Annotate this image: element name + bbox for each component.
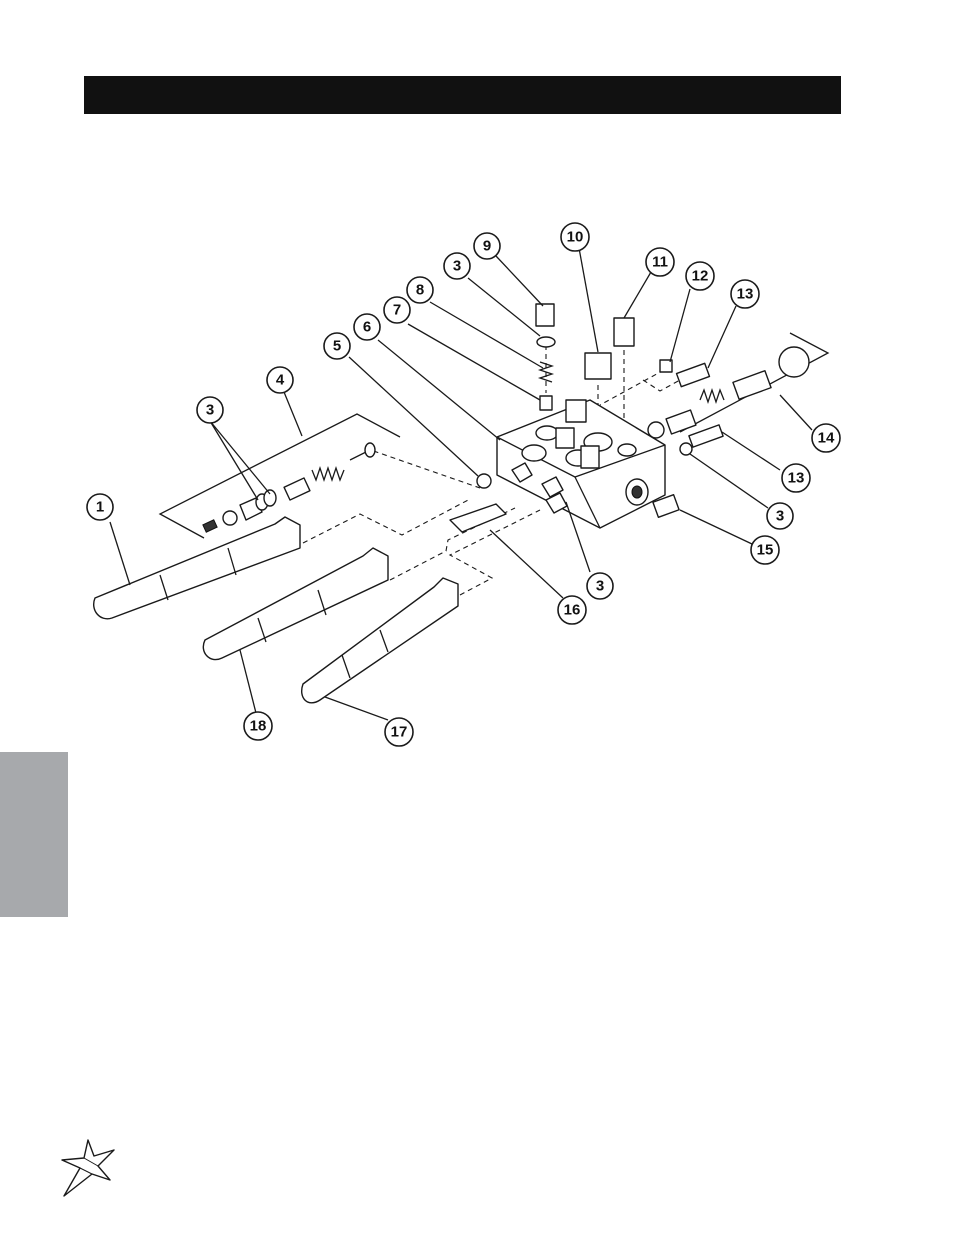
svg-text:6: 6 — [363, 319, 371, 336]
svg-text:4: 4 — [276, 372, 285, 389]
svg-text:18: 18 — [250, 718, 267, 735]
svg-text:11: 11 — [652, 254, 668, 271]
svg-text:1: 1 — [96, 499, 104, 516]
svg-text:3: 3 — [206, 402, 214, 419]
svg-text:3: 3 — [596, 578, 604, 595]
callout-14: 14 — [812, 424, 840, 452]
callout-16: 16 — [558, 596, 586, 624]
svg-text:9: 9 — [483, 238, 491, 255]
callout-7: 7 — [384, 297, 410, 323]
callout-9: 9 — [474, 233, 500, 259]
callout-4: 4 — [267, 367, 293, 393]
callout-5: 5 — [324, 333, 350, 359]
svg-text:13: 13 — [788, 470, 805, 487]
svg-text:15: 15 — [757, 542, 774, 559]
callout-18: 18 — [244, 712, 272, 740]
callout-13-bottom: 13 — [782, 464, 810, 492]
assembly-bracket-4 — [160, 414, 400, 538]
svg-text:7: 7 — [393, 302, 401, 319]
valve-body — [497, 400, 665, 528]
callout-12: 12 — [686, 262, 714, 290]
callout-3-top: 3 — [444, 253, 470, 279]
svg-text:3: 3 — [453, 258, 461, 275]
svg-text:12: 12 — [692, 268, 709, 285]
svg-text:17: 17 — [391, 724, 408, 741]
callout-11: 11 — [646, 248, 674, 276]
top-valve-parts — [536, 304, 672, 410]
svg-text:10: 10 — [567, 229, 584, 246]
star-burst-logo-icon — [58, 1138, 118, 1198]
svg-text:14: 14 — [818, 430, 835, 447]
svg-text:13: 13 — [737, 286, 754, 303]
callout-13-top: 13 — [731, 280, 759, 308]
callout-3-left: 3 — [197, 397, 223, 423]
left-valve-parts — [203, 443, 506, 532]
callout-10: 10 — [561, 223, 589, 251]
svg-text:5: 5 — [333, 338, 341, 355]
callout-1: 1 — [87, 494, 113, 520]
svg-text:16: 16 — [564, 602, 581, 619]
svg-text:3: 3 — [776, 508, 784, 525]
callout-8: 8 — [407, 277, 433, 303]
callout-6: 6 — [354, 314, 380, 340]
callout-17: 17 — [385, 718, 413, 746]
callout-3-bottom: 3 — [587, 573, 613, 599]
callout-3-right: 3 — [767, 503, 793, 529]
svg-text:8: 8 — [416, 282, 424, 299]
callout-15: 15 — [751, 536, 779, 564]
